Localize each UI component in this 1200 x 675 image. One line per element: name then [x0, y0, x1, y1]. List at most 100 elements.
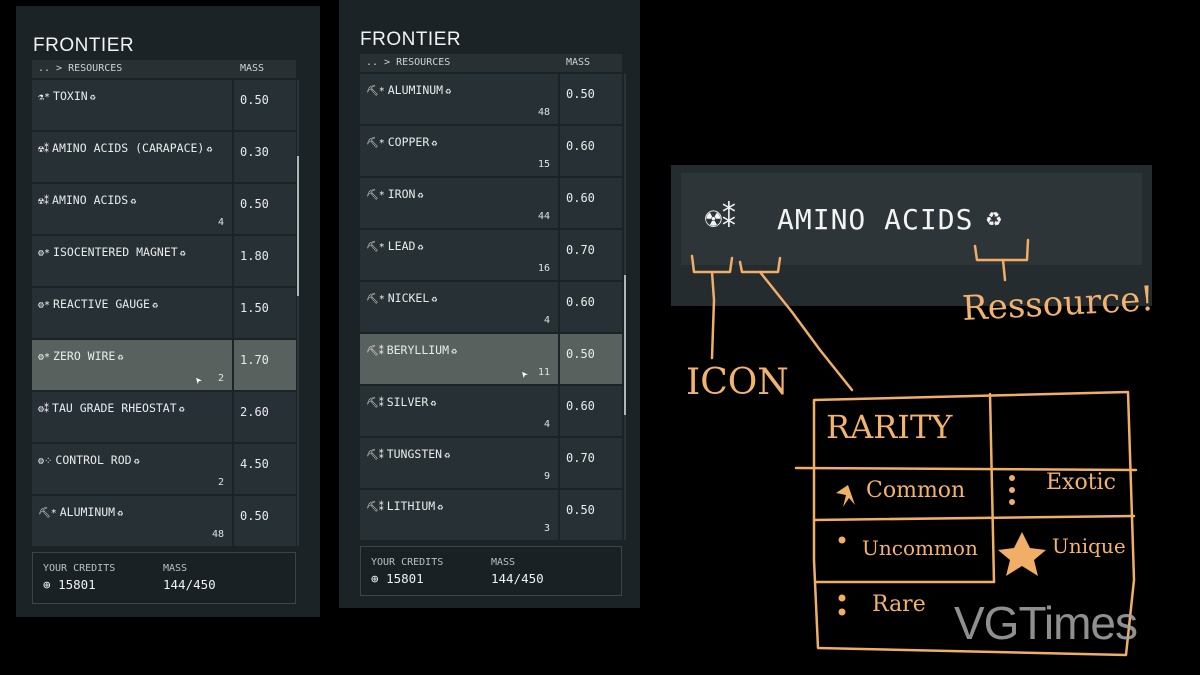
resource-name-cell[interactable]: ⚙*ZERO WIRE♻2➤: [32, 340, 232, 390]
resource-name-cell[interactable]: ⛏*COPPER♻15: [360, 126, 558, 176]
recycle-icon: ♻: [431, 138, 438, 149]
list-header: .. > RESOURCES MASS: [32, 60, 296, 78]
recycle-icon: ♻: [178, 404, 185, 415]
panel-title: FRONTIER: [360, 29, 462, 50]
resource-row[interactable]: ⚙⁑TAU GRADE RHEOSTAT♻2.60: [32, 392, 296, 444]
resource-name-cell[interactable]: ⚙⁘CONTROL ROD♻ 2: [32, 444, 232, 494]
recycle-icon: ♻: [431, 294, 438, 305]
recycle-icon: ♻: [444, 450, 451, 461]
resource-leader: [1001, 258, 1007, 282]
resource-mass: 0.60: [560, 178, 622, 228]
resource-quantity: 9: [543, 471, 550, 482]
resource-quantity: 2: [217, 477, 224, 488]
resource-name-cell[interactable]: ⛏⁑TUNGSTEN♻9: [360, 438, 558, 488]
resource-name-cell[interactable]: ⛏⁑SILVER♻4: [360, 386, 558, 436]
resource-row[interactable]: ☢⁑AMINO ACIDS (CARAPACE)♻0.30: [32, 132, 296, 184]
scrollbar-track[interactable]: [297, 80, 299, 546]
common-star-icon: [836, 485, 855, 507]
breadcrumb[interactable]: .. > RESOURCES: [366, 57, 451, 68]
scrollbar-thumb[interactable]: [297, 156, 299, 296]
resource-quantity: 4: [217, 217, 224, 228]
rarity-rare: Rare: [872, 592, 926, 617]
resource-name-cell[interactable]: ☢⁑AMINO ACIDS (CARAPACE)♻: [32, 132, 232, 182]
resource-rarity-icon: ⚙*: [38, 352, 51, 363]
breadcrumb[interactable]: .. > RESOURCES: [38, 63, 123, 74]
exotic-dot-icon-3: [1009, 499, 1015, 505]
resource-name-cell[interactable]: ⛏*LEAD♻16: [360, 230, 558, 280]
resource-rarity-icon: ⛏*: [366, 86, 385, 97]
resource-mass: 2.60: [234, 392, 296, 442]
resource-mass: 0.70: [560, 438, 622, 488]
rarity-table-divider-v: [988, 392, 996, 584]
recycle-icon: ♻: [430, 398, 437, 409]
recycle-icon: ♻: [117, 352, 124, 363]
credits-footer: YOUR CREDITS ⊕ 15801 MASS 144/450: [32, 552, 296, 604]
rarity-uncommon: Uncommon: [862, 536, 978, 560]
resource-mass: 0.50: [560, 334, 622, 384]
resource-rarity-icon: ⛏*: [366, 294, 385, 305]
resource-mass: 1.50: [234, 288, 296, 338]
resource-quantity: 15: [537, 159, 550, 170]
resource-name-cell[interactable]: ⛏*ALUMINUM♻48: [32, 496, 232, 546]
recycle-icon: ♻: [417, 190, 424, 201]
mass-label: MASS: [163, 563, 188, 574]
resource-rarity-icon: ⚙⁘: [38, 456, 53, 467]
rare-dot-icon-1: [838, 594, 846, 602]
resource-quantity: 4: [543, 315, 550, 326]
resource-name: LITHIUM: [386, 499, 436, 513]
resource-row[interactable]: ⚙*ISOCENTERED MAGNET♻1.80: [32, 236, 296, 288]
resource-row[interactable]: ⚙*REACTIVE GAUGE♻1.50: [32, 288, 296, 340]
mass-column-header[interactable]: MASS: [240, 63, 265, 74]
exotic-dot-icon-1: [1009, 475, 1015, 481]
watermark: VGTimes: [954, 597, 1138, 649]
resource-rarity-icon: ⛏⁑: [366, 346, 384, 357]
resource-mass: 0.50: [234, 184, 296, 234]
resource-row[interactable]: ⚗*TOXIN♻0.50: [32, 80, 296, 132]
resource-name-cell[interactable]: ⛏*ALUMINUM♻48: [360, 74, 558, 124]
resource-name-cell[interactable]: ⛏⁑BERYLLIUM♻11➤: [360, 334, 558, 384]
resource-name-cell[interactable]: ⛏*IRON♻44: [360, 178, 558, 228]
resource-name-cell[interactable]: ⚙*ISOCENTERED MAGNET♻: [32, 236, 232, 286]
mass-label: MASS: [491, 557, 516, 568]
resource-name: IRON: [387, 187, 416, 201]
resource-name-cell[interactable]: ⛏*NICKEL♻4: [360, 282, 558, 332]
scrollbar-thumb[interactable]: [624, 275, 626, 415]
rarity-table-border: [812, 390, 1136, 657]
resource-name: CONTROL ROD: [55, 453, 132, 467]
credits-footer: YOUR CREDITS ⊕ 15801 MASS 144/450: [360, 546, 622, 596]
recycle-icon: ♻: [89, 92, 96, 103]
resource-rarity-icon: ⚙*: [38, 248, 51, 259]
credits-value: ⊕ 15801: [371, 571, 424, 586]
resource-name: LEAD: [387, 239, 416, 253]
recycle-icon: ♻: [133, 456, 140, 467]
resource-row[interactable]: ⚙*ZERO WIRE♻2➤1.70: [32, 340, 296, 392]
credits-icon: ⊕: [371, 571, 387, 586]
resource-name-cell[interactable]: ⚙*REACTIVE GAUGE♻: [32, 288, 232, 338]
resource-name-cell[interactable]: ⛏⁑LITHIUM♻3: [360, 490, 558, 540]
resource-mass: 0.60: [560, 282, 622, 332]
rare-dot-icon-2: [838, 608, 846, 616]
resource-mass: 1.80: [234, 236, 296, 286]
resource-name-cell[interactable]: ☢⁑AMINO ACIDS♻4: [32, 184, 232, 234]
resource-mass: 0.50: [234, 496, 296, 546]
resource-row[interactable]: ⛏⁑BERYLLIUM♻11➤0.50: [360, 334, 622, 386]
resource-name-cell[interactable]: ⚙⁑TAU GRADE RHEOSTAT♻: [32, 392, 232, 442]
resource-rarity-icon: ⚙*: [38, 300, 51, 311]
recycle-icon: ♻: [130, 196, 137, 207]
rarity-common: Common: [866, 478, 966, 503]
zoomed-item-row: ☢⁑ AMINO ACIDS ♻: [681, 173, 1142, 265]
resource-name-cell[interactable]: ⚗*TOXIN♻: [32, 80, 232, 130]
mass-column-header[interactable]: MASS: [566, 57, 591, 68]
right-inventory-panel: FRONTIER .. > RESOURCES MASS ⛏*ALUMINUM♻…: [339, 0, 640, 608]
